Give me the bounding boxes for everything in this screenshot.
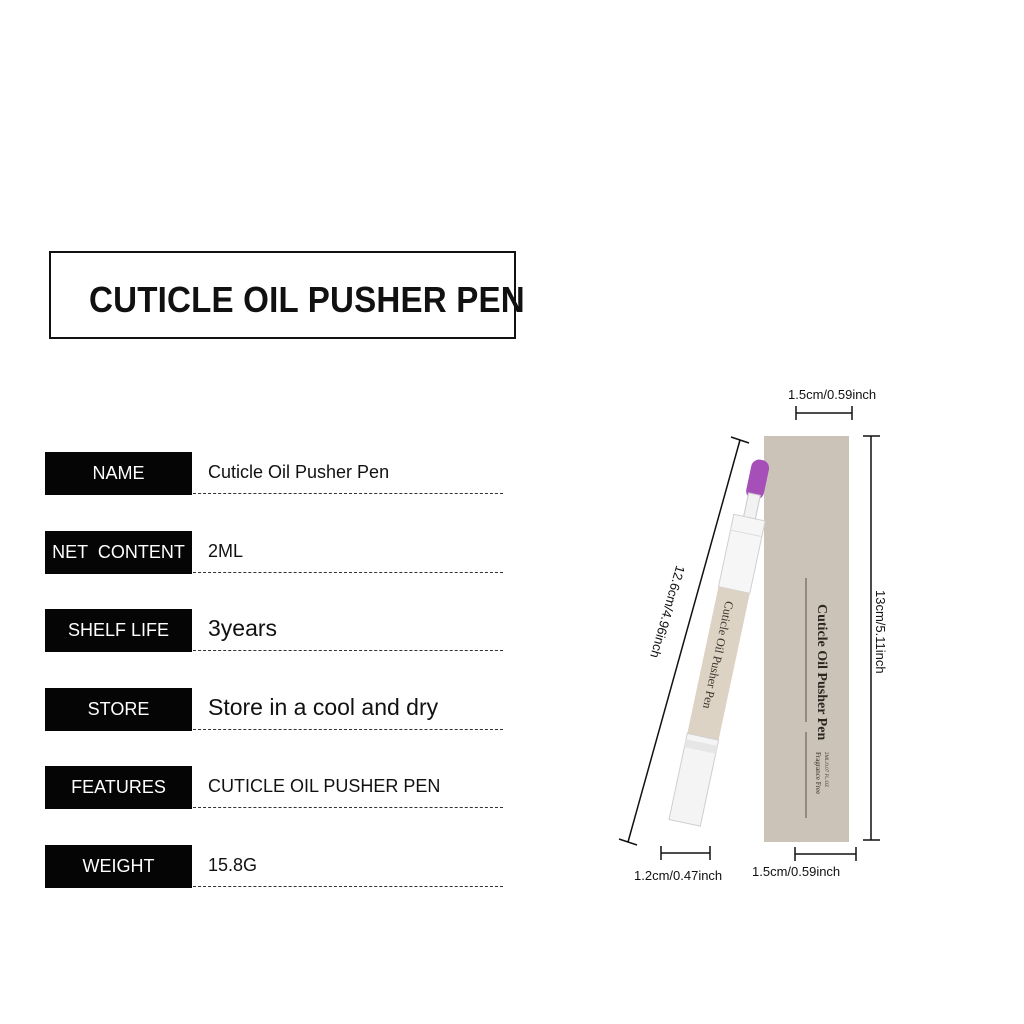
spec-value: 2ML	[208, 541, 244, 561]
box-small-text-2: 2ML/0.07 FL.OZ	[823, 752, 828, 787]
spec-row-features: FEATURES CUTICLE OIL PUSHER PEN	[45, 766, 505, 809]
spec-label: WEIGHT	[45, 845, 192, 888]
box-small-text-1: Fragrance Free	[814, 752, 822, 794]
dimension-label-box-width-bottom: 1.5cm/0.59inch	[752, 864, 841, 879]
spec-value: 3years	[208, 615, 278, 641]
dashed-divider	[193, 886, 503, 887]
dimension-box-width-top	[795, 406, 853, 420]
spec-row-net-content: NET CONTENT 2ML	[45, 531, 505, 574]
spec-value: Cuticle Oil Pusher Pen	[208, 462, 390, 482]
dimension-label-box-height: 13cm/5.11inch	[873, 590, 888, 674]
spec-row-weight: WEIGHT 15.8G	[45, 845, 505, 888]
dashed-divider	[193, 650, 503, 651]
spec-value: CUTICLE OIL PUSHER PEN	[208, 776, 441, 796]
pen-label: Cuticle Oil Pusher Pen	[700, 600, 736, 710]
spec-value: Store in a cool and dry	[208, 694, 439, 720]
title-box: CUTICLE OIL PUSHER PEN	[49, 251, 525, 339]
spec-row-shelf-life: SHELF LIFE 3years	[45, 609, 505, 652]
product-box: Cuticle Oil Pusher Pen Fragrance Free 2M…	[764, 436, 849, 842]
spec-row-name: NAME Cuticle Oil Pusher Pen	[45, 452, 505, 495]
dimension-pen-width	[660, 846, 711, 860]
box-label: Cuticle Oil Pusher Pen	[814, 604, 829, 740]
dimension-label-box-width-top: 1.5cm/0.59inch	[788, 387, 877, 402]
spec-value: 15.8G	[208, 855, 258, 875]
dimension-box-width-bottom	[794, 847, 857, 861]
spec-row-store: STORE Store in a cool and dry	[45, 688, 505, 731]
dashed-divider	[193, 807, 503, 808]
spec-label: SHELF LIFE	[45, 609, 192, 652]
spec-label: STORE	[45, 688, 192, 731]
product-pen: Cuticle Oil Pusher Pen	[668, 459, 770, 827]
page-title: CUTICLE OIL PUSHER PEN	[89, 279, 525, 320]
dimension-label-pen-length: 12.6cm/4.96inch	[647, 563, 688, 660]
dimension-pen-length	[618, 436, 750, 846]
dashed-divider	[193, 572, 503, 573]
dashed-divider	[193, 493, 503, 494]
spec-label: FEATURES	[45, 766, 192, 809]
spec-label: NET CONTENT	[45, 531, 192, 574]
dimension-label-pen-width: 1.2cm/0.47inch	[634, 868, 723, 883]
spec-label: NAME	[45, 452, 192, 495]
dashed-divider	[193, 729, 503, 730]
